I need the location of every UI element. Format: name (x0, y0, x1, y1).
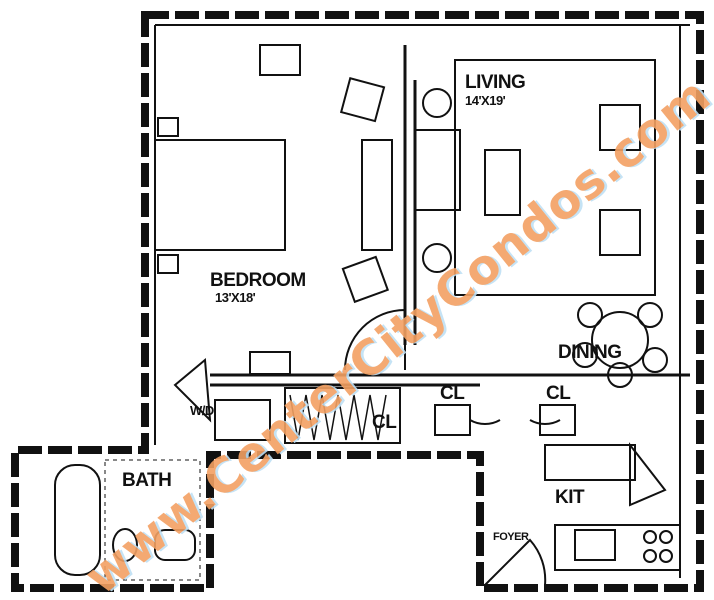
closet (284, 387, 401, 444)
desk (361, 139, 393, 251)
dining-chair (572, 342, 598, 368)
dining-chair (577, 302, 603, 328)
closet-door (529, 419, 561, 425)
exterior-wall (11, 11, 704, 592)
nightstand (157, 117, 179, 137)
toilet (112, 528, 138, 562)
living-size: 14'X19' (465, 93, 506, 108)
armchair (599, 209, 641, 256)
dresser (259, 44, 301, 76)
closet-door (469, 419, 501, 425)
side-table (422, 88, 452, 118)
closet (434, 404, 471, 436)
bath-label: BATH (122, 470, 172, 491)
coffee-table (484, 149, 521, 216)
sofa (414, 129, 461, 211)
closet-label: CL (372, 412, 397, 433)
washer-dryer (214, 399, 271, 441)
closet-label: CL (440, 383, 465, 404)
nightstand (157, 254, 179, 274)
dining-chair (607, 362, 633, 388)
stove (643, 530, 673, 563)
bathtub (54, 464, 101, 576)
side-table (422, 243, 452, 273)
foyer-label: FOYER (493, 531, 529, 543)
dining-label: DINING (558, 342, 622, 363)
counter (544, 444, 636, 481)
bedroom-door (344, 308, 406, 371)
armchair (599, 104, 641, 151)
partition-wall (403, 45, 417, 345)
kitchen-sink (574, 529, 616, 561)
chair (339, 76, 386, 123)
kitchen-label: KIT (555, 487, 585, 508)
bench (249, 351, 291, 375)
chair (341, 255, 390, 304)
living-label: LIVING (465, 72, 526, 93)
closet-label: CL (546, 383, 571, 404)
bed (154, 139, 286, 251)
bedroom-size: 13'X18' (215, 290, 256, 305)
refrigerator (629, 442, 667, 507)
sink (154, 529, 196, 561)
bedroom-label: BEDROOM (210, 270, 306, 291)
dining-table (591, 311, 649, 369)
washer-dryer-label: W/D (190, 403, 214, 418)
bath-door (173, 358, 212, 423)
dining-chair (642, 347, 668, 373)
closet (539, 404, 576, 436)
kitchen-counter (554, 524, 681, 571)
entry-door (484, 538, 547, 586)
rug (454, 59, 656, 296)
closet-hangers (289, 394, 387, 441)
dining-chair (637, 302, 663, 328)
